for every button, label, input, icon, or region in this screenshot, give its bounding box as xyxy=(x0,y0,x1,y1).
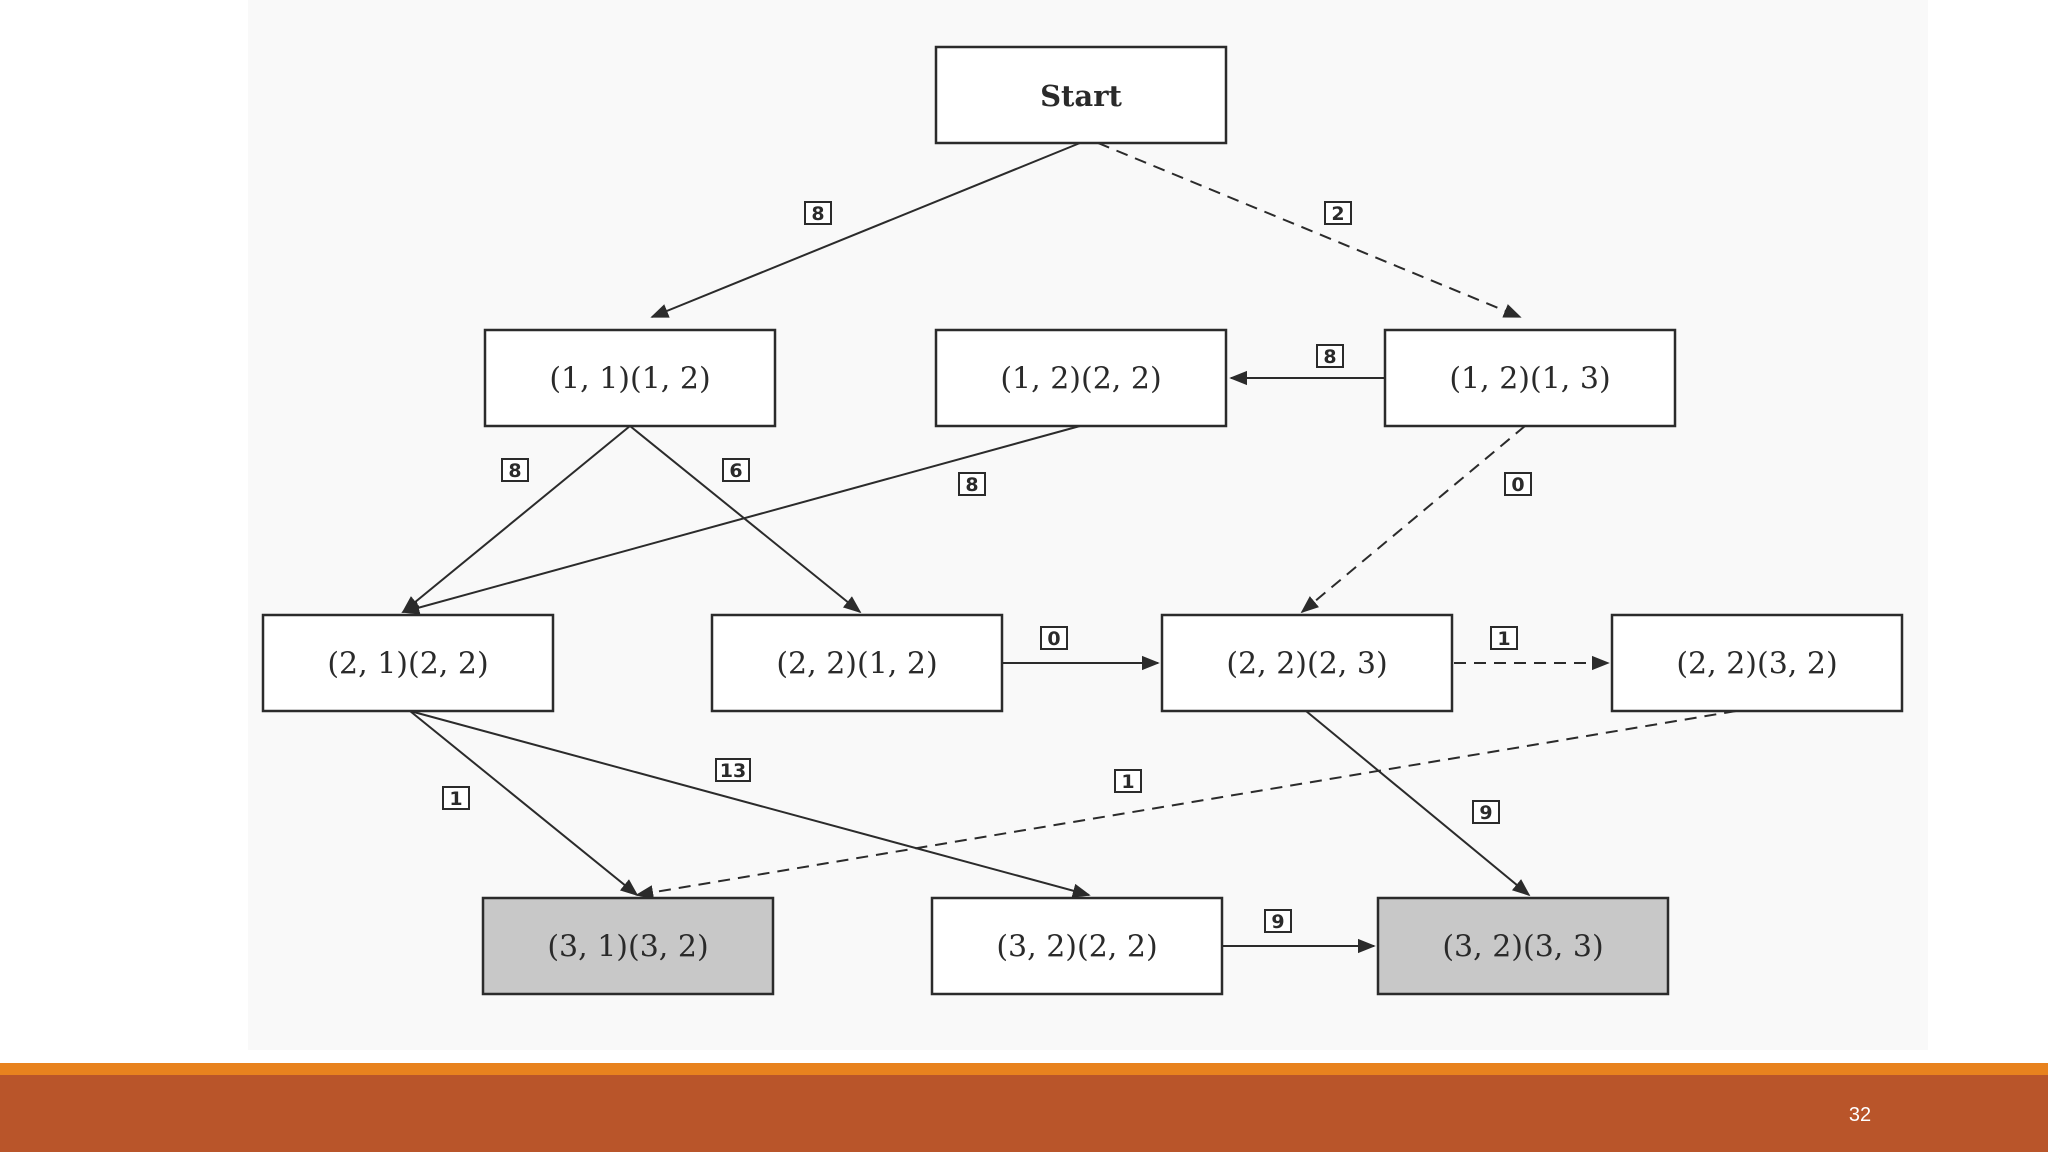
weight-box xyxy=(715,758,751,782)
node-box xyxy=(934,328,1228,428)
node-n32_33: (3, 2)(3, 3) xyxy=(1376,896,1670,996)
node-box xyxy=(1376,896,1670,996)
weight-value: 13 xyxy=(720,760,746,782)
edge-n12_22-to-n21_22 xyxy=(401,425,1081,615)
node-box xyxy=(1610,613,1904,713)
node-label: (2, 2)(2, 3) xyxy=(1226,647,1387,682)
weight-value: 8 xyxy=(811,203,824,225)
weight-value: 1 xyxy=(1121,771,1134,793)
node-n22_23: (2, 2)(2, 3) xyxy=(1160,613,1454,713)
weight-value: 8 xyxy=(965,474,978,496)
edge-weight-label: 8 xyxy=(804,201,832,225)
node-n22_12: (2, 2)(1, 2) xyxy=(710,613,1004,713)
node-box xyxy=(934,45,1228,145)
weight-value: 1 xyxy=(1497,628,1510,650)
node-label: (2, 1)(2, 2) xyxy=(327,647,488,682)
edge-weight-label: 0 xyxy=(1040,626,1068,650)
edge-weight-label: 0 xyxy=(1504,472,1532,496)
node-box xyxy=(261,613,555,713)
node-box xyxy=(1383,328,1677,428)
edge-n22_23-to-n32_33 xyxy=(1305,710,1531,897)
edge-weight-label: 1 xyxy=(1114,769,1142,793)
node-box xyxy=(481,896,775,996)
weight-value: 9 xyxy=(1479,802,1492,824)
edge-weight-label: 13 xyxy=(715,758,751,782)
node-label: (1, 2)(2, 2) xyxy=(1000,362,1161,397)
weight-box xyxy=(1040,626,1068,650)
node-box xyxy=(483,328,777,428)
weight-value: 0 xyxy=(1511,474,1524,496)
edges-layer xyxy=(401,142,1737,954)
edge-n22_32-to-n31_32 xyxy=(635,710,1737,900)
node-box xyxy=(710,613,1004,713)
diagram-area xyxy=(248,0,1928,1050)
weight-box xyxy=(442,786,470,810)
edge-n21_22-to-n31_32 xyxy=(409,710,639,897)
weight-box xyxy=(1264,909,1292,933)
edge-n12_13-to-n22_23 xyxy=(1300,425,1526,614)
weight-box xyxy=(1324,201,1352,225)
edge-start-to-n12_13 xyxy=(1097,142,1522,318)
footer-bar xyxy=(0,1075,2048,1152)
node-n32_22: (3, 2)(2, 2) xyxy=(930,896,1224,996)
weight-box xyxy=(804,201,832,225)
weight-box xyxy=(1504,472,1532,496)
weight-box xyxy=(958,472,986,496)
weight-value: 2 xyxy=(1331,203,1344,225)
node-label: (2, 2)(3, 2) xyxy=(1676,647,1837,682)
node-n21_22: (2, 1)(2, 2) xyxy=(261,613,555,713)
weight-box xyxy=(1472,800,1500,824)
weight-value: 9 xyxy=(1271,911,1284,933)
edge-weight-label: 8 xyxy=(958,472,986,496)
node-n12_13: (1, 2)(1, 3) xyxy=(1383,328,1677,428)
weight-box xyxy=(1114,769,1142,793)
weight-value: 1 xyxy=(449,788,462,810)
node-n12_22: (1, 2)(2, 2) xyxy=(934,328,1228,428)
node-n11_12: (1, 1)(1, 2) xyxy=(483,328,777,428)
edge-n21_22-to-n32_22 xyxy=(409,710,1091,898)
weight-value: 6 xyxy=(729,460,742,482)
edge-weight-label: 1 xyxy=(442,786,470,810)
node-label: Start xyxy=(1040,79,1122,113)
edge-weight-label: 9 xyxy=(1264,909,1292,933)
node-label: (1, 1)(1, 2) xyxy=(549,362,710,397)
node-box xyxy=(1160,613,1454,713)
edge-weight-label: 6 xyxy=(722,458,750,482)
node-box xyxy=(930,896,1224,996)
node-start: Start xyxy=(934,45,1228,145)
nodes-layer: Start (1, 1)(1, 2) (1, 2)(2, 2) (1, 2)(1, 3… xyxy=(261,45,1904,996)
edge-weight-label: 2 xyxy=(1324,201,1352,225)
weight-box xyxy=(1316,344,1344,368)
node-n22_32: (2, 2)(3, 2) xyxy=(1610,613,1904,713)
node-label: (3, 2)(2, 2) xyxy=(996,930,1157,965)
state-graph-diagram: Start (1, 1)(1, 2) (1, 2)(2, 2) (1, 2)(1, 3… xyxy=(261,45,1904,996)
edge-weight-label: 8 xyxy=(501,458,529,482)
edge-n11_12-to-n21_22 xyxy=(401,425,631,614)
weights-layer: 8 2 8 8 6 8 0 0 1 1 13 1 9 9 xyxy=(442,201,1532,933)
weight-value: 0 xyxy=(1047,628,1060,650)
weight-value: 8 xyxy=(508,460,521,482)
footer-accent-bar xyxy=(0,1063,2048,1075)
edge-start-to-n11_12 xyxy=(650,142,1081,318)
weight-box xyxy=(1490,626,1518,650)
edge-weight-label: 8 xyxy=(1316,344,1344,368)
node-label: (1, 2)(1, 3) xyxy=(1449,362,1610,397)
node-label: (3, 2)(3, 3) xyxy=(1442,930,1603,965)
slide-number: 32 xyxy=(1848,1104,1872,1126)
weight-box xyxy=(501,458,529,482)
node-label: (2, 2)(1, 2) xyxy=(776,647,937,682)
weight-value: 8 xyxy=(1323,346,1336,368)
weight-box xyxy=(722,458,750,482)
edge-weight-label: 9 xyxy=(1472,800,1500,824)
edge-weight-label: 1 xyxy=(1490,626,1518,650)
node-n31_32: (3, 1)(3, 2) xyxy=(481,896,775,996)
node-label: (3, 1)(3, 2) xyxy=(547,930,708,965)
